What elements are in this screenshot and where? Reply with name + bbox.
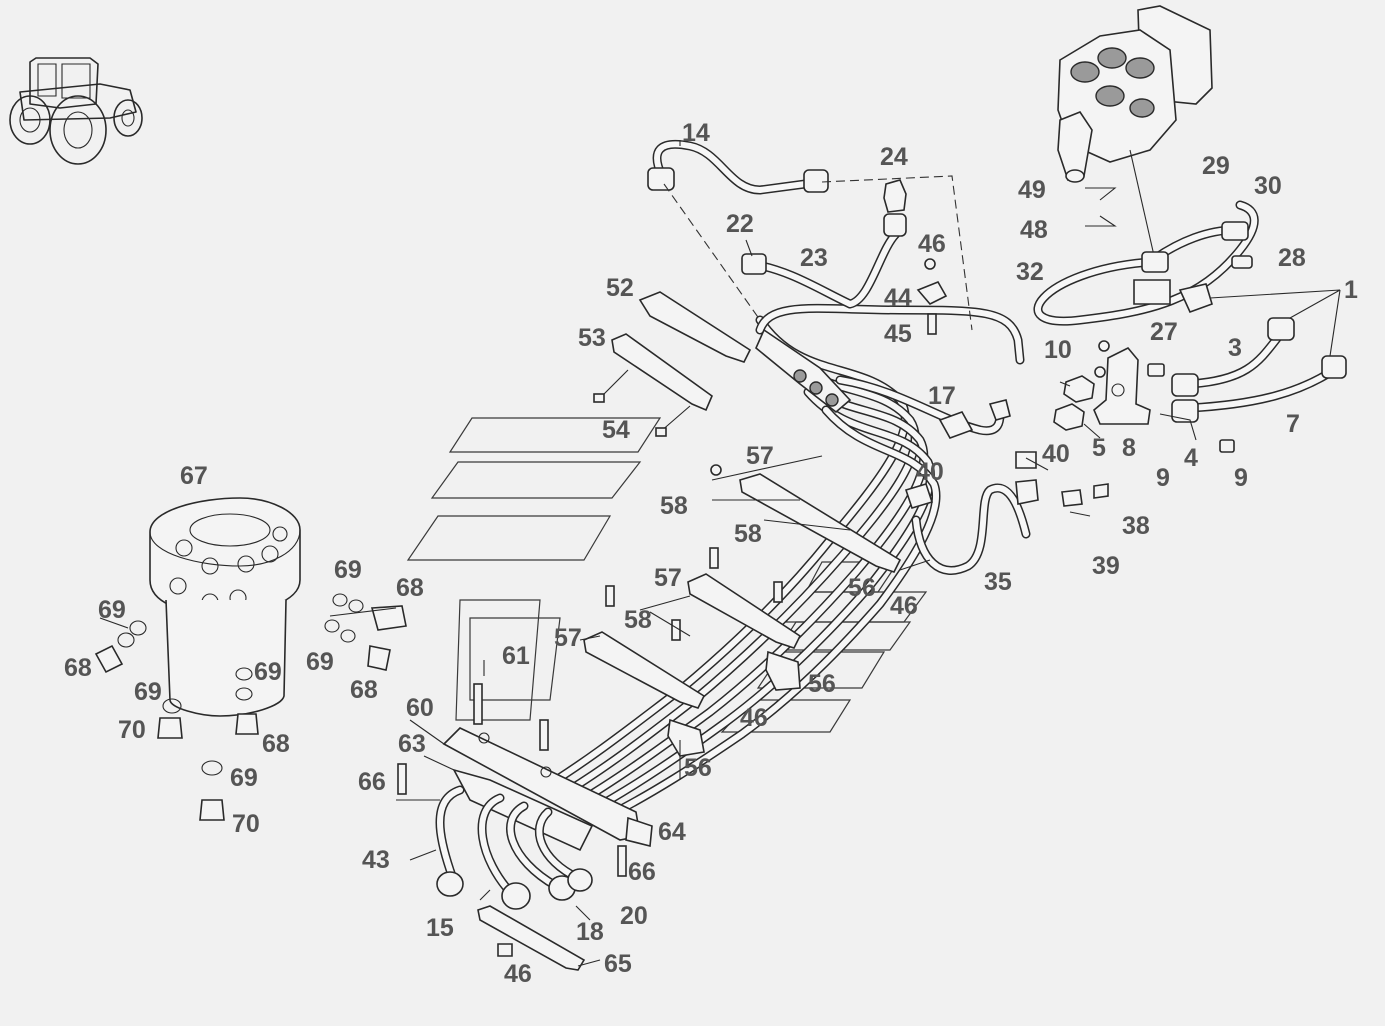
hose-loop-32 (1033, 200, 1259, 326)
part-label: 49 (1018, 176, 1046, 204)
part-label: 69 (254, 658, 282, 686)
part-label: 35 (984, 568, 1012, 596)
part-label: 43 (362, 846, 390, 874)
part-label: 44 (884, 284, 912, 312)
part-label: 38 (1122, 512, 1150, 540)
part-label: 67 (180, 462, 208, 490)
part-label: 5 (1092, 434, 1106, 462)
part-label: 58 (734, 520, 762, 548)
clamp-57c (583, 585, 706, 757)
part-label: 68 (262, 730, 290, 758)
part-label: 53 (578, 324, 606, 352)
part-label: 69 (230, 764, 258, 792)
hose-35 (904, 451, 1109, 575)
bracket-8 (1053, 340, 1235, 453)
part-label: 57 (654, 564, 682, 592)
part-label: 28 (1278, 244, 1306, 272)
part-label: 70 (232, 810, 260, 838)
leader-lines (99, 140, 1341, 967)
clamp-57a (710, 464, 902, 573)
clamp-52 (593, 291, 752, 437)
part-label: 56 (848, 574, 876, 602)
part-label: 56 (684, 754, 712, 782)
part-label: 69 (334, 556, 362, 584)
part-label: 64 (658, 818, 686, 846)
part-label: 69 (98, 596, 126, 624)
part-label: 58 (624, 606, 652, 634)
part-label: 69 (306, 648, 334, 676)
part-label: 69 (134, 678, 162, 706)
part-label: 17 (928, 382, 956, 410)
pipe-23 (741, 179, 907, 309)
part-label: 63 (398, 730, 426, 758)
part-label: 8 (1122, 434, 1136, 462)
bracket-60 (442, 683, 653, 852)
part-label: 14 (682, 119, 710, 147)
part-label: 46 (504, 960, 532, 988)
part-label: 60 (406, 694, 434, 722)
part-label: 65 (604, 950, 632, 978)
part-label: 58 (660, 492, 688, 520)
part-label: 15 (426, 914, 454, 942)
part-label: 68 (64, 654, 92, 682)
part-label: 46 (740, 704, 768, 732)
part-label: 54 (602, 416, 630, 444)
part-label: 10 (1044, 336, 1072, 364)
part-label: 66 (628, 858, 656, 886)
part-label: 7 (1286, 410, 1300, 438)
part-label: 68 (350, 676, 378, 704)
part-label: 22 (726, 210, 754, 238)
part-label: 39 (1092, 552, 1120, 580)
part-label: 46 (890, 592, 918, 620)
part-label: 9 (1156, 464, 1170, 492)
hydraulic-valve (1057, 5, 1213, 183)
part-label: 3 (1228, 334, 1242, 362)
part-label: 40 (916, 458, 944, 486)
part-label: 56 (808, 670, 836, 698)
part-label: 9 (1234, 464, 1248, 492)
part-label: 45 (884, 320, 912, 348)
part-label: 48 (1020, 216, 1048, 244)
pipe-14 (647, 139, 829, 195)
part-label: 61 (502, 642, 530, 670)
part-label: 68 (396, 574, 424, 602)
part-label: 29 (1202, 152, 1230, 180)
pipes-lower (397, 763, 627, 971)
tractor-icon (9, 57, 143, 165)
part-label: 4 (1184, 444, 1198, 472)
part-label: 66 (358, 768, 386, 796)
part-label: 40 (1042, 440, 1070, 468)
assembly-panels (406, 417, 928, 733)
clamp-57b (687, 547, 802, 691)
part-label: 24 (880, 143, 908, 171)
part-label: 57 (746, 442, 774, 470)
part-label: 32 (1016, 258, 1044, 286)
part-label: 18 (576, 918, 604, 946)
part-labels: 14 24 22 23 46 44 45 52 53 54 29 30 49 4… (64, 119, 1358, 988)
part-label: 27 (1150, 318, 1178, 346)
housing-67 (149, 497, 301, 717)
part-label: 52 (606, 274, 634, 302)
part-label: 57 (554, 624, 582, 652)
part-label: 23 (800, 244, 828, 272)
pipes-3-7 (1171, 317, 1347, 423)
part-label: 1 (1344, 276, 1358, 304)
plugs-seals (94, 593, 407, 821)
part-label: 46 (918, 230, 946, 258)
part-label: 20 (620, 902, 648, 930)
part-label: 30 (1254, 172, 1282, 200)
clip-44 (916, 258, 948, 335)
part-label: 70 (118, 716, 146, 744)
